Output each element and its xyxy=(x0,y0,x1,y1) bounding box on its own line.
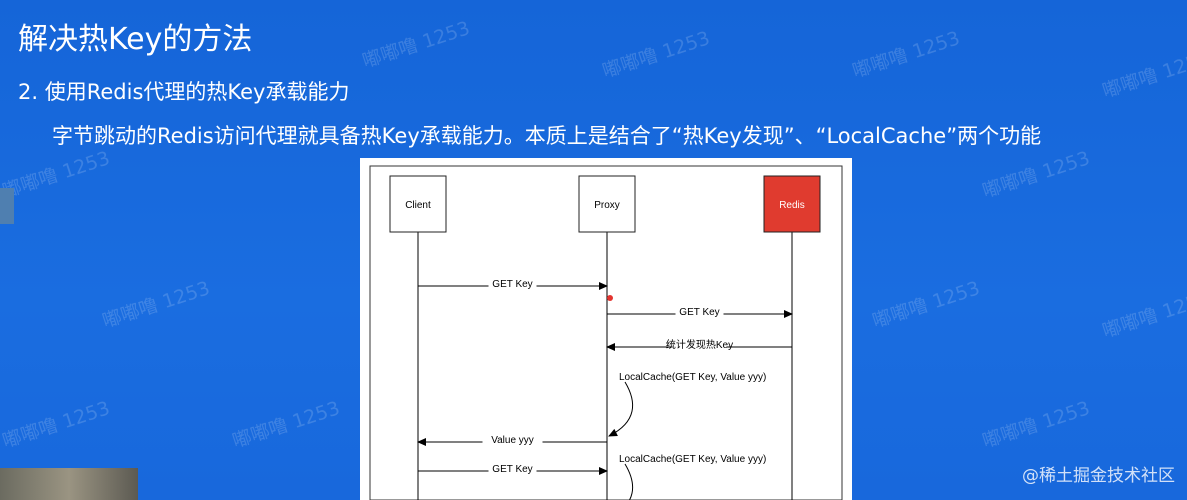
watermark: 嘟嘟噜 1253 xyxy=(979,147,1093,203)
watermark: 嘟嘟噜 1253 xyxy=(1099,287,1187,343)
participant-proxy-box xyxy=(578,175,636,233)
message-label: Value yyy xyxy=(491,435,534,446)
participant-proxy-label: Proxy xyxy=(594,200,620,211)
watermark: 嘟嘟噜 1253 xyxy=(0,397,113,453)
message-label: LocalCache(GET Key, Value yyy) xyxy=(619,454,766,465)
message-label-bg xyxy=(672,338,727,350)
message-label-bg xyxy=(675,305,724,317)
message-label-bg xyxy=(488,277,537,289)
message-label-bg xyxy=(488,462,537,474)
watermark: 嘟嘟噜 1253 xyxy=(0,147,113,203)
watermark: 嘟嘟噜 1253 xyxy=(599,27,713,83)
message-label: 统计发现热Key xyxy=(666,338,733,351)
message-label: LocalCache(GET Key, Value yyy) xyxy=(619,372,766,383)
participant-redis-box xyxy=(763,175,821,233)
message-label: GET Key xyxy=(679,307,719,318)
watermark: 嘟嘟噜 1253 xyxy=(849,27,963,83)
watermark: 嘟嘟噜 1253 xyxy=(869,277,983,333)
side-tab xyxy=(0,188,14,224)
section-description: 字节跳动的Redis访问代理就具备热Key承载能力。本质上是结合了“热Key发现… xyxy=(52,124,1042,148)
message-label: GET Key xyxy=(492,279,532,290)
watermark: 嘟嘟噜 1253 xyxy=(359,17,473,73)
message-label-bg xyxy=(482,433,543,445)
watermark: 嘟嘟噜 1253 xyxy=(979,397,1093,453)
watermark: 嘟嘟噜 1253 xyxy=(99,277,213,333)
pointer-dot xyxy=(607,295,613,301)
presenter-thumbnail xyxy=(0,468,138,500)
message-label: GET Key xyxy=(492,464,532,475)
watermark: 嘟嘟噜 1253 xyxy=(1099,47,1187,103)
participant-client-label: Client xyxy=(405,200,431,211)
watermark: 嘟嘟噜 1253 xyxy=(229,397,343,453)
slide-title: 解决热Key的方法 xyxy=(18,22,253,57)
corner-watermark: @稀土掘金技术社区 xyxy=(1022,466,1175,486)
participant-redis-label: Redis xyxy=(779,200,805,211)
self-message-arrow xyxy=(608,381,633,437)
participant-client-box xyxy=(389,175,447,233)
self-message-arrow xyxy=(624,463,633,500)
section-point: 2. 使用Redis代理的热Key承载能力 xyxy=(18,80,350,104)
